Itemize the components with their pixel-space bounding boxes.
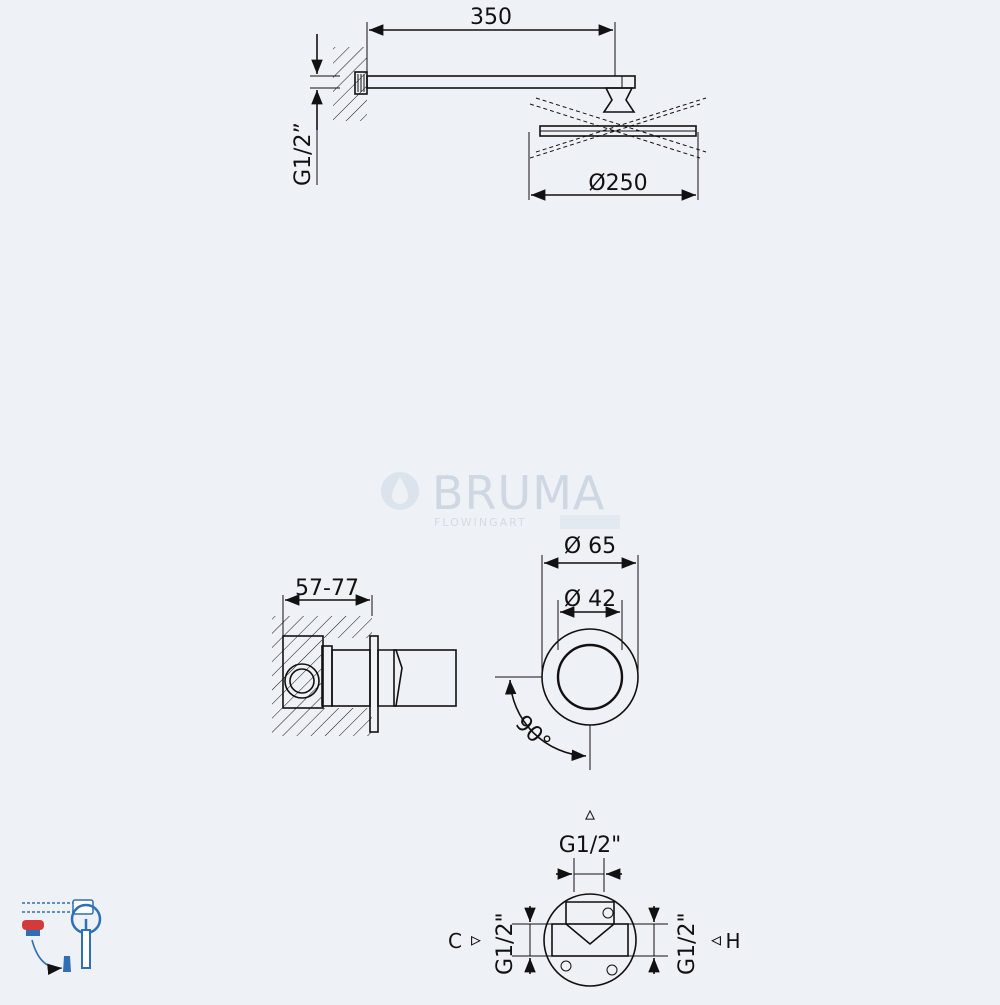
watermark-tagline: FLOWINGART [434,516,527,529]
handle-diameter-label: Ø 42 [564,587,616,612]
right-thread-label: G1/2" [675,912,700,975]
mixer-body [282,635,324,709]
cold-label: C [448,929,462,953]
left-thread-label: G1/2" [493,912,518,975]
arm-length-label: 350 [470,5,512,30]
bruma-watermark: BRUMA FLOWINGART [381,466,620,529]
valve-cartridge [551,923,629,957]
rotation-arc [504,679,587,762]
ball-joint [602,87,636,113]
hot-marker: ◃ [711,927,721,951]
valve-inlet-block [565,901,615,946]
mixer-icon [22,920,44,930]
mixer-handle [393,649,457,707]
top-outlet-marker: ▵ [585,801,595,825]
wall-thread-label: G1/2” [291,122,316,186]
wall-hatch [333,47,367,121]
connections-view: ▵ G1/2" G1/2" C ▹ G1/2" ◃ H [448,801,741,987]
cold-marker: ▹ [471,927,481,951]
valve-port [289,668,315,694]
watermark-brand: BRUMA [432,466,605,520]
installation-type-icon [22,899,102,976]
swivel-range [529,97,707,159]
cover-plate-front [541,628,639,726]
handle-front [556,643,624,711]
plate-diameter-label: Ø 65 [564,534,616,559]
mixer-side-view: 57-77 [272,576,457,736]
hot-label: H [725,929,740,953]
valve-body-circle [543,893,637,987]
head-diameter-label: Ø250 [588,171,647,196]
shower-head-view: 350 Ø250 G1/2” [291,5,707,201]
mixer-front-view: Ø 65 Ø 42 90° [495,534,639,770]
top-thread-label: G1/2" [559,833,622,858]
shower-head-icon [72,899,94,915]
rotation-label: 90° [510,711,555,756]
hand-shower-icon [63,956,71,972]
depth-label: 57-77 [295,576,359,601]
shower-arm [366,75,636,89]
